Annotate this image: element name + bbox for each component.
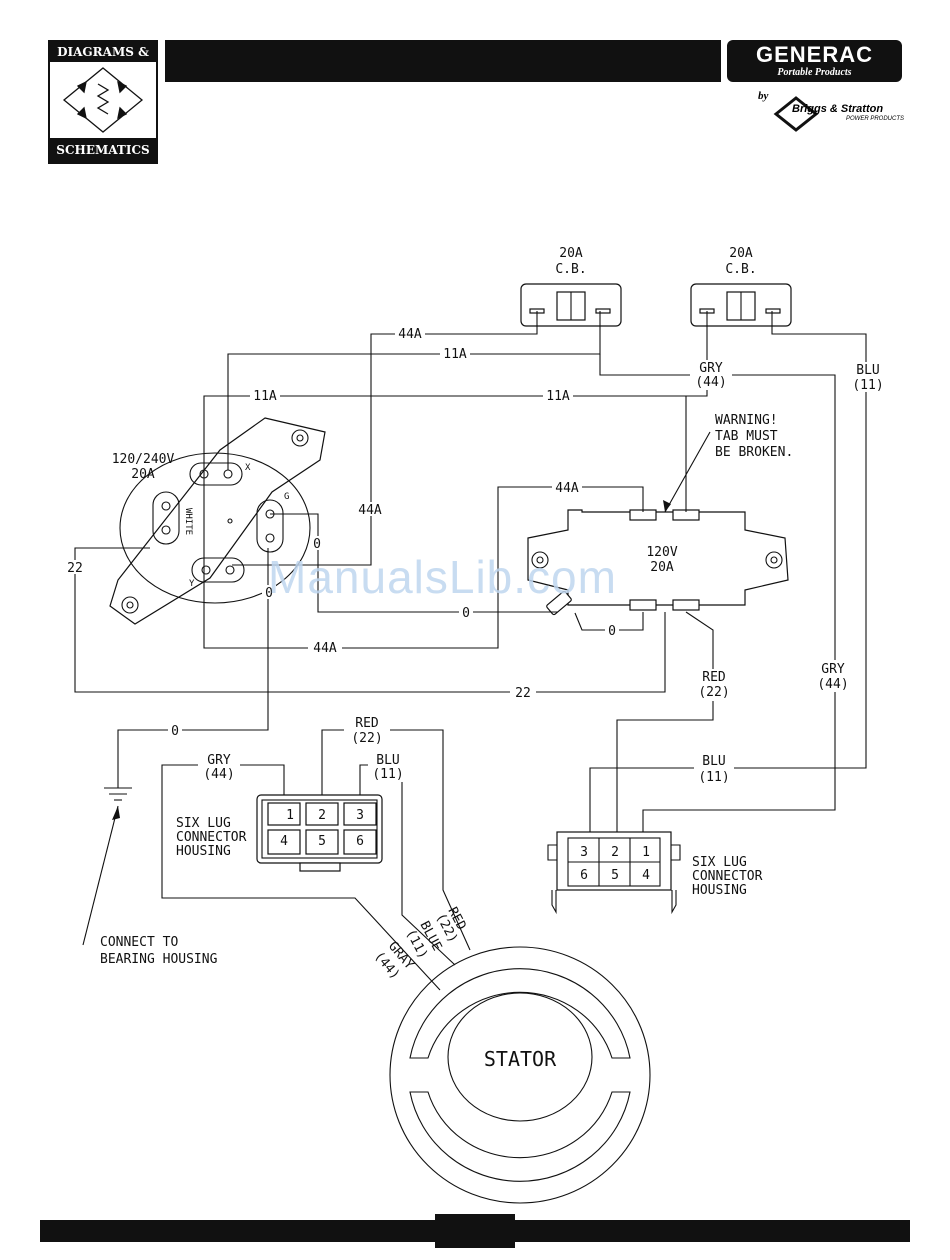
label-red-left: RED (355, 716, 379, 731)
duplex-receptacle: 120V 20A (527, 509, 789, 616)
label-44a-mid: 44A (358, 503, 382, 518)
breaker-1-type: C.B. (555, 262, 586, 277)
warning-note: WARNING! TAB MUST BE BROKEN. (663, 413, 793, 513)
left-connector-label-1: SIX LUG (176, 816, 231, 831)
label-44-left: (44) (203, 767, 234, 782)
left-lug-4: 4 (280, 834, 288, 849)
label-22-left-conn: (22) (351, 731, 382, 746)
warning-line-2: TAB MUST (715, 429, 778, 444)
duplex-voltage: 120V (646, 545, 677, 560)
breaker-2-rating: 20A (729, 246, 753, 261)
label-blu-left: BLU (376, 753, 399, 768)
label-0-ground: 0 (171, 724, 179, 739)
left-connector-label-3: HOUSING (176, 844, 231, 859)
left-lug-1: 1 (286, 808, 294, 823)
duplex-amps: 20A (650, 560, 674, 575)
footer-tab (435, 1214, 515, 1248)
right-connector-label-2: CONNECTOR (692, 869, 763, 884)
pin-y-label: Y (189, 579, 195, 589)
label-0-b: 0 (265, 586, 273, 601)
right-lug-4: 4 (642, 868, 650, 883)
label-44a-duplex: 44A (555, 481, 579, 496)
left-lug-6: 6 (356, 834, 364, 849)
ground-symbol: CONNECT TO BEARING HOUSING (82, 787, 218, 967)
brand-tagline: Portable Products (777, 67, 852, 78)
right-connector-label-1: SIX LUG (692, 855, 747, 870)
warning-line-1: WARNING! (715, 413, 778, 428)
pin-x-label: X (245, 463, 251, 473)
logo-top-text: DIAGRAMS & (50, 42, 156, 62)
label-11-bottom: (11) (698, 770, 729, 785)
header-bar (165, 40, 721, 82)
watermark: ManualsLib.com (268, 551, 617, 603)
wires (74, 311, 867, 991)
label-22-right: (22) (698, 685, 729, 700)
right-connector-label-3: HOUSING (692, 883, 747, 898)
label-0-c: 0 (462, 606, 470, 621)
right-six-lug-connector: 3 2 1 6 5 4 SIX LUG CONNECTOR HOUSING (547, 831, 763, 915)
logo-bottom-text: SCHEMATICS (50, 138, 156, 162)
right-lug-5: 5 (611, 868, 619, 883)
label-0-a: 0 (313, 537, 321, 552)
partner-tagline: POWER PRODUCTS (846, 116, 905, 122)
label-gry-left: GRY (207, 753, 231, 768)
label-gry-right: GRY (821, 662, 845, 677)
label-blu-top: BLU (856, 363, 879, 378)
left-six-lug-connector: 1 2 3 4 5 6 SIX LUG CONNECTOR HOUSING (176, 794, 383, 872)
left-lug-3: 3 (356, 808, 364, 823)
label-11a-right: 11A (546, 389, 570, 404)
pin-white-label: WHITE (183, 508, 193, 535)
circuit-breaker-1: 20A C.B. (520, 246, 622, 327)
partner-name: Briggs & Stratton (792, 103, 884, 115)
label-11a-left: 11A (253, 389, 277, 404)
generac-logo: GENERAC Portable Products (727, 40, 902, 82)
label-44-top: (44) (695, 375, 726, 390)
stator-label: STATOR (484, 1047, 557, 1071)
briggs-stratton-logo-icon (773, 96, 819, 132)
left-lug-5: 5 (318, 834, 326, 849)
left-lug-2: 2 (318, 808, 326, 823)
right-lug-6: 6 (580, 868, 588, 883)
twist-lock-amps: 20A (131, 467, 155, 482)
wire-labels: 44A 11A 11A 11A 44A 44A 44A 22 22 0 0 0 … (62, 326, 888, 983)
right-lug-2: 2 (611, 845, 619, 860)
brand-name: GENERAC (755, 42, 873, 67)
circuit-breaker-2: 20A C.B. (690, 246, 792, 327)
ground-note-line-2: BEARING HOUSING (100, 952, 218, 967)
warning-line-3: BE BROKEN. (715, 445, 793, 460)
right-lug-1: 1 (642, 845, 650, 860)
label-44a-bottom: 44A (313, 641, 337, 656)
stator: STATOR (389, 946, 651, 1204)
logo-schematic-icon (62, 67, 144, 133)
label-44-right: (44) (817, 677, 848, 692)
label-11-left: (11) (372, 767, 403, 782)
label-gry-top: GRY (699, 361, 723, 376)
label-11a-top: 11A (443, 347, 467, 362)
ground-note-line-1: CONNECT TO (100, 935, 178, 950)
label-22-bottom: 22 (515, 686, 531, 701)
pin-g-label: G (284, 492, 289, 502)
breaker-1-rating: 20A (559, 246, 583, 261)
label-red-right: RED (702, 670, 726, 685)
twist-lock-receptacle: 120/240V 20A X G Y WHITE (109, 417, 326, 625)
breaker-2-type: C.B. (725, 262, 756, 277)
label-0-d: 0 (608, 624, 616, 639)
label-22-left: 22 (67, 561, 83, 576)
label-blu-bottom: BLU (702, 754, 725, 769)
label-44a-top: 44A (398, 327, 422, 342)
label-11-top: (11) (852, 378, 883, 393)
by-text: by (758, 90, 769, 102)
twist-lock-voltage: 120/240V (112, 452, 175, 467)
left-connector-label-2: CONNECTOR (176, 830, 247, 845)
right-lug-3: 3 (580, 845, 588, 860)
